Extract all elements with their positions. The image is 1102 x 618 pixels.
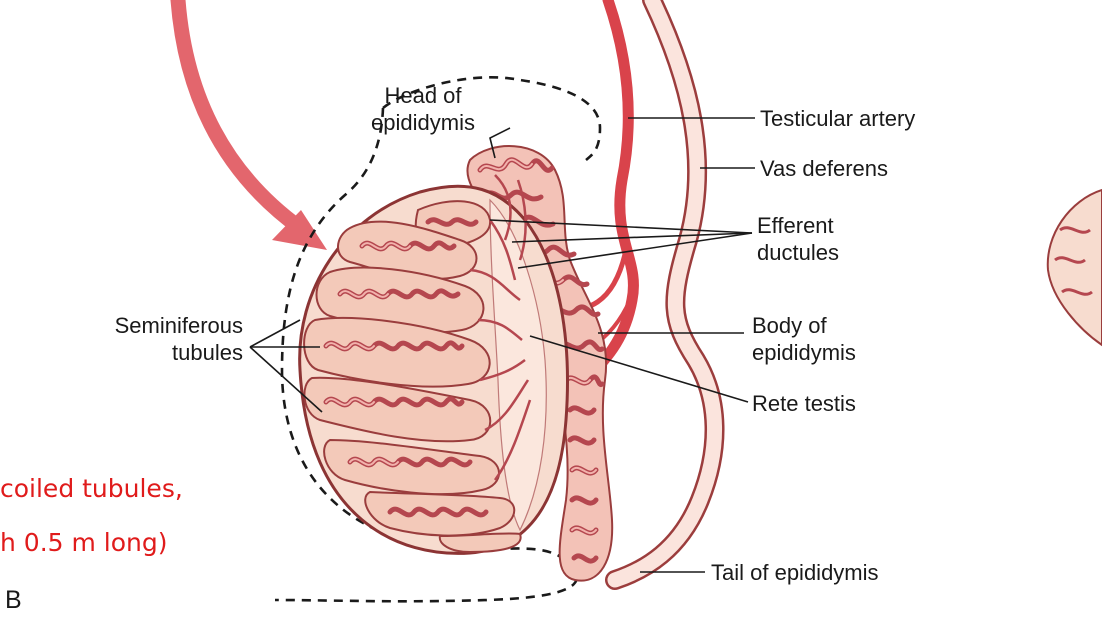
annotation-line1: coiled tubules, (0, 474, 183, 503)
label-seminiferous-tubules-line1: Seminiferous (115, 313, 243, 338)
label-body-of-epididymis-line1: Body of (752, 313, 827, 338)
label-head-of-epididymis-line2: epididymis (371, 110, 475, 135)
label-tail-of-epididymis: Tail of epididymis (711, 560, 879, 585)
leader-seminiferous-1 (250, 320, 300, 347)
label-efferent-ductules-line1: Efferent (757, 213, 834, 238)
label-body-of-epididymis-line2: epididymis (752, 340, 856, 365)
label-seminiferous-tubules-line2: tubules (172, 340, 243, 365)
next-panel-fragment (1048, 190, 1102, 345)
panel-letter: B (5, 586, 22, 613)
label-efferent-ductules-line2: ductules (757, 240, 839, 265)
label-head-of-epididymis-line1: Head of (384, 83, 462, 108)
label-rete-testis: Rete testis (752, 391, 856, 416)
annotation-line2: h 0.5 m long) (0, 528, 168, 557)
curved-arrow (178, 0, 300, 228)
label-testicular-artery: Testicular artery (760, 106, 915, 131)
label-vas-deferens: Vas deferens (760, 156, 888, 181)
